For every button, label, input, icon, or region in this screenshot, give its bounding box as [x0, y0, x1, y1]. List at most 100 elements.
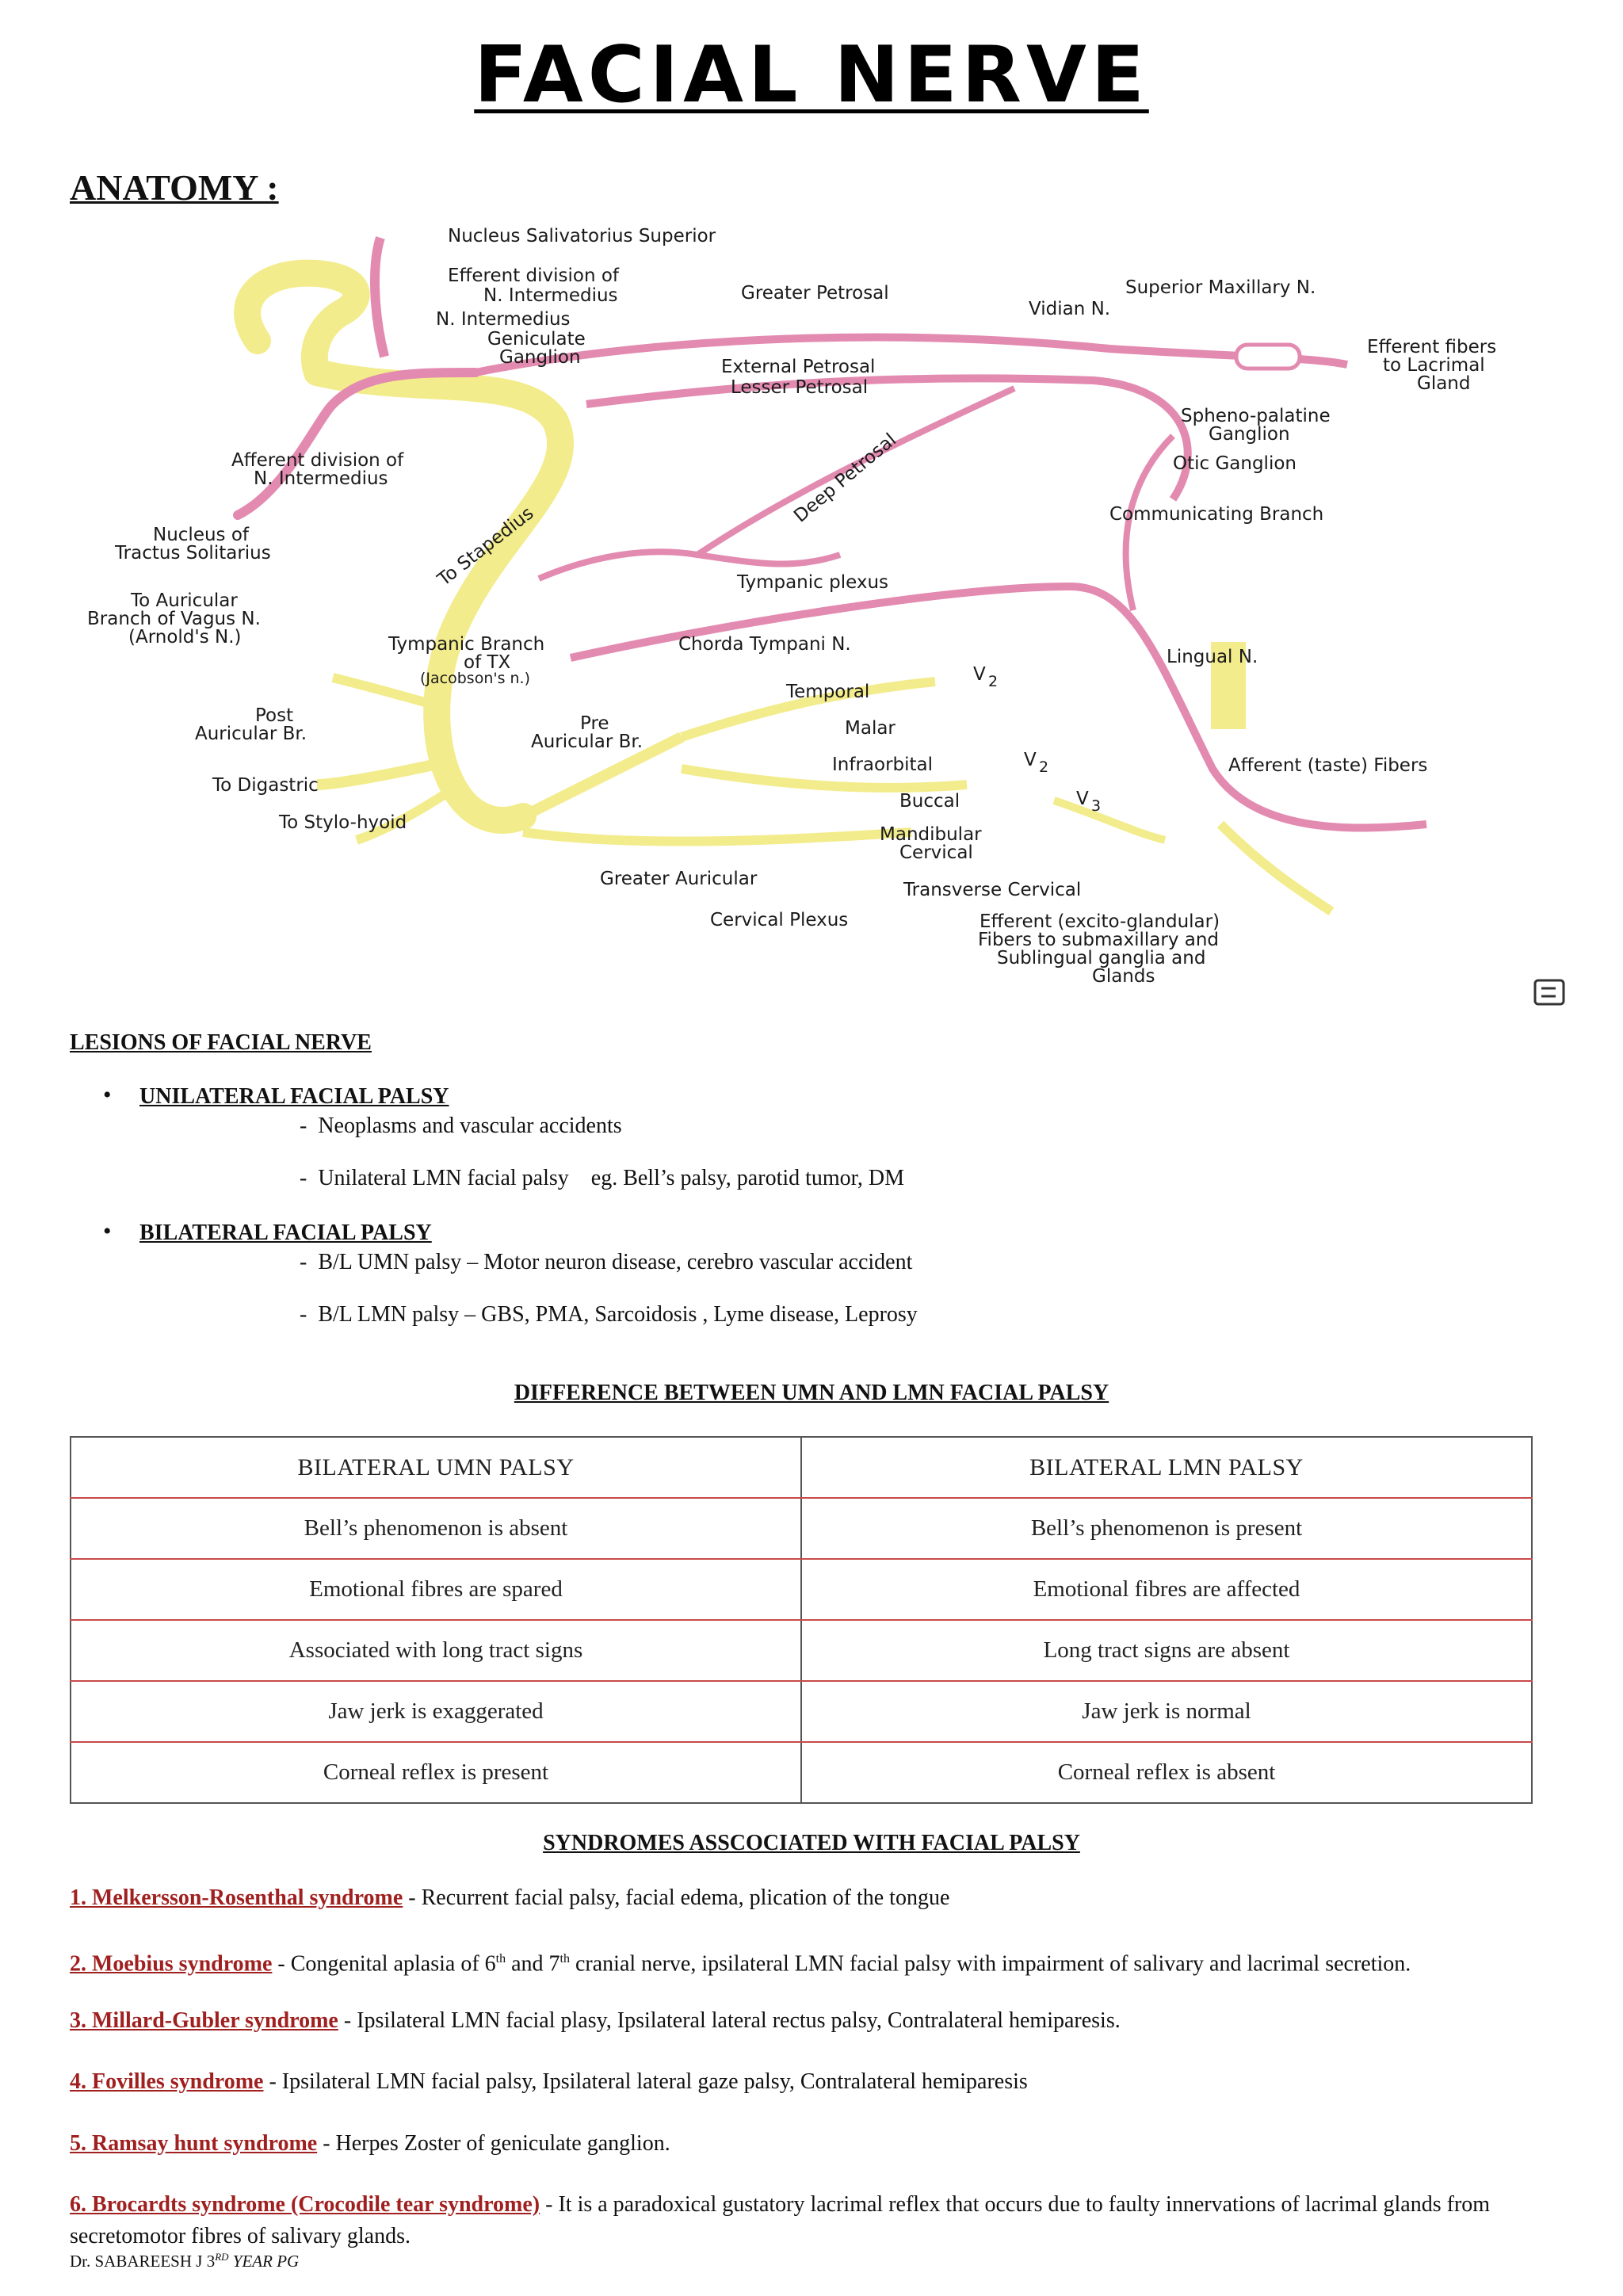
difference-heading: DIFFERENCE BETWEEN UMN AND LMN FACIAL PA… — [0, 1381, 1623, 1406]
table-cell: Bell’s phenomenon is present — [801, 1498, 1532, 1559]
footer-sup: RD — [215, 2251, 228, 2263]
syndrome-desc: - Herpes Zoster of geniculate ganglion. — [317, 2131, 670, 2156]
syndrome-desc: and 7 — [506, 1951, 559, 1976]
lbl-v2-a-sub: 2 — [988, 673, 998, 690]
syndrome-name: 1. Melkersson-Rosenthal syndrome — [70, 1885, 403, 1910]
lbl-cervical-plexus: Cervical Plexus — [710, 910, 848, 930]
lbl-temporal: Temporal — [785, 682, 869, 702]
syndrome-item: 6. Brocardts syndrome (Crocodile tear sy… — [70, 2189, 1560, 2252]
lbl-to-digastric: To Digastric — [212, 775, 319, 796]
syndrome-name: 3. Millard-Gubler syndrome — [70, 2008, 338, 2033]
lbl-greater-auricular: Greater Auricular — [600, 869, 758, 889]
syndrome-desc: - Ipsilateral LMN facial palsy, Ipsilate… — [263, 2069, 1027, 2094]
bilateral-item: - B/L UMN palsy – Motor neuron disease, … — [300, 1250, 912, 1275]
syndrome-item: 3. Millard-Gubler syndrome - Ipsilateral… — [70, 2005, 1560, 2037]
lbl-transverse-cervical: Transverse Cervical — [903, 880, 1081, 900]
superior-maxillary-tube — [1236, 345, 1300, 369]
syndrome-desc: - Recurrent facial palsy, facial edema, … — [403, 1885, 949, 1910]
bilateral-item: - B/L LMN palsy – GBS, PMA, Sarcoidosis … — [300, 1302, 918, 1328]
lbl-afferent-taste: Afferent (taste) Fibers — [1228, 755, 1427, 776]
syndrome-desc: - Ipsilateral LMN facial plasy, Ipsilate… — [338, 2008, 1121, 2033]
syndrome-sup: th — [496, 1952, 506, 1966]
lbl-tympanic-branch-3: (Jacobson's n.) — [420, 670, 530, 687]
lbl-otic: Otic Ganglion — [1173, 453, 1296, 474]
salivatorius-pink — [375, 238, 384, 357]
lbl-spheno-2: Ganglion — [1209, 424, 1290, 445]
lbl-external-petrosal: External Petrosal — [721, 357, 875, 377]
table-cell: Corneal reflex is absent — [801, 1742, 1532, 1803]
table-cell: BILATERAL LMN PALSY — [801, 1437, 1532, 1498]
syndromes-heading: SYNDROMES ASSCOCIATED WITH FACIAL PALSY — [0, 1831, 1623, 1856]
branch-mandibular — [523, 832, 911, 842]
unilateral-item: - Neoplasms and vascular accidents — [300, 1114, 622, 1139]
table-cell: Emotional fibres are spared — [71, 1559, 801, 1620]
anatomy-heading: ANATOMY : — [70, 166, 279, 208]
lbl-efferent-division-1: Efferent division of — [448, 266, 620, 286]
lbl-chorda-tympani: Chorda Tympani N. — [678, 634, 851, 655]
table-cell: BILATERAL UMN PALSY — [71, 1437, 801, 1498]
lbl-n-intermedius: N. Intermedius — [436, 309, 571, 330]
syndrome-name: 5. Ramsay hunt syndrome — [70, 2131, 317, 2156]
footer-year: YEAR PG — [229, 2252, 300, 2271]
branch-digastric — [317, 761, 452, 785]
lbl-v3-sub: 3 — [1091, 797, 1101, 815]
page-corner-icon — [1533, 979, 1565, 1006]
bullet-dot-icon: • — [103, 1218, 112, 1245]
table-cell: Long tract signs are absent — [801, 1620, 1532, 1681]
lbl-greater-petrosal: Greater Petrosal — [741, 283, 889, 304]
table-row: Associated with long tract signs Long tr… — [71, 1620, 1532, 1681]
table-header-row: BILATERAL UMN PALSY BILATERAL LMN PALSY — [71, 1437, 1532, 1498]
table-cell: Associated with long tract signs — [71, 1620, 801, 1681]
lbl-afferent-division-2: N. Intermedius — [254, 468, 388, 489]
table-cell: Jaw jerk is exaggerated — [71, 1681, 801, 1742]
lbl-post-auricular-2: Auricular Br. — [195, 724, 307, 744]
branch-v3 — [1054, 800, 1165, 840]
syndrome-name: 2. Moebius syndrome — [70, 1951, 272, 1976]
table-row: Corneal reflex is present Corneal reflex… — [71, 1742, 1532, 1803]
chorda-tympani-pink — [571, 586, 1426, 828]
footer-name: Dr. SABAREESH J 3 — [70, 2252, 215, 2271]
footer-author: Dr. SABAREESH J 3RD YEAR PG — [70, 2251, 299, 2271]
lbl-tympanic-plexus: Tympanic plexus — [736, 572, 888, 593]
syndrome-name: 4. Fovilles syndrome — [70, 2069, 263, 2094]
lbl-geniculate-2: Ganglion — [499, 347, 581, 368]
bilateral-heading: BILATERAL FACIAL PALSY — [139, 1221, 432, 1246]
syndrome-item: 4. Fovilles syndrome - Ipsilateral LMN f… — [70, 2066, 1560, 2098]
table-cell: Emotional fibres are affected — [801, 1559, 1532, 1620]
facial-trunk-yellow — [317, 372, 560, 820]
lbl-deep-petrosal: Deep Petrosal — [790, 430, 900, 527]
syndrome-sup: th — [560, 1952, 570, 1966]
facial-nerve-diagram-svg: Nucleus Salivatorius Superior Efferent d… — [79, 214, 1585, 999]
lbl-buccal: Buccal — [899, 791, 960, 812]
lbl-lingual: Lingual N. — [1167, 647, 1258, 667]
greater-petrosal-pink — [475, 338, 1347, 372]
lbl-nucleus-salivatorius: Nucleus Salivatorius Superior — [448, 226, 716, 246]
syndrome-item: 1. Melkersson-Rosenthal syndrome - Recur… — [70, 1882, 1560, 1914]
syndrome-item: 2. Moebius syndrome - Congenital aplasia… — [70, 1943, 1560, 1980]
syndrome-name: 6. Brocardts syndrome (Crocodile tear sy… — [70, 2192, 540, 2217]
table-cell: Bell’s phenomenon is absent — [71, 1498, 801, 1559]
motor-root-yellow — [247, 273, 357, 372]
lbl-v2-a: V — [973, 664, 986, 685]
lbl-efferent-division-2: N. Intermedius — [483, 285, 618, 306]
lesions-heading: LESIONS OF FACIAL NERVE — [70, 1030, 372, 1056]
lbl-efferent-glandular-4: Glands — [1092, 966, 1155, 987]
unilateral-item: - Unilateral LMN facial palsy eg. Bell’s… — [300, 1166, 904, 1191]
bullet-dot-icon: • — [103, 1082, 112, 1109]
lbl-lesser-petrosal: Lesser Petrosal — [731, 377, 868, 398]
table-row: Jaw jerk is exaggerated Jaw jerk is norm… — [71, 1681, 1532, 1742]
table-cell: Corneal reflex is present — [71, 1742, 801, 1803]
lbl-vidian: Vidian N. — [1029, 299, 1110, 319]
lbl-nucleus-tractus-2: Tractus Solitarius — [114, 543, 271, 563]
lbl-auricular-vagus-3: (Arnold's N.) — [128, 627, 242, 648]
syndrome-item: 5. Ramsay hunt syndrome - Herpes Zoster … — [70, 2128, 1560, 2160]
lbl-mandibular-2: Cervical — [899, 842, 973, 863]
lbl-v3: V — [1076, 789, 1089, 809]
facial-nerve-diagram: Nucleus Salivatorius Superior Efferent d… — [79, 214, 1585, 999]
lbl-efferent-lacrimal-3: Gland — [1417, 373, 1470, 394]
umn-lmn-table: BILATERAL UMN PALSY BILATERAL LMN PALSY … — [70, 1436, 1533, 1804]
unilateral-heading: UNILATERAL FACIAL PALSY — [139, 1084, 449, 1110]
syndrome-desc: cranial nerve, ipsilateral LMN facial pa… — [570, 1951, 1411, 1976]
lbl-superior-maxillary: Superior Maxillary N. — [1125, 277, 1316, 298]
lbl-v2-b: V — [1024, 750, 1037, 770]
